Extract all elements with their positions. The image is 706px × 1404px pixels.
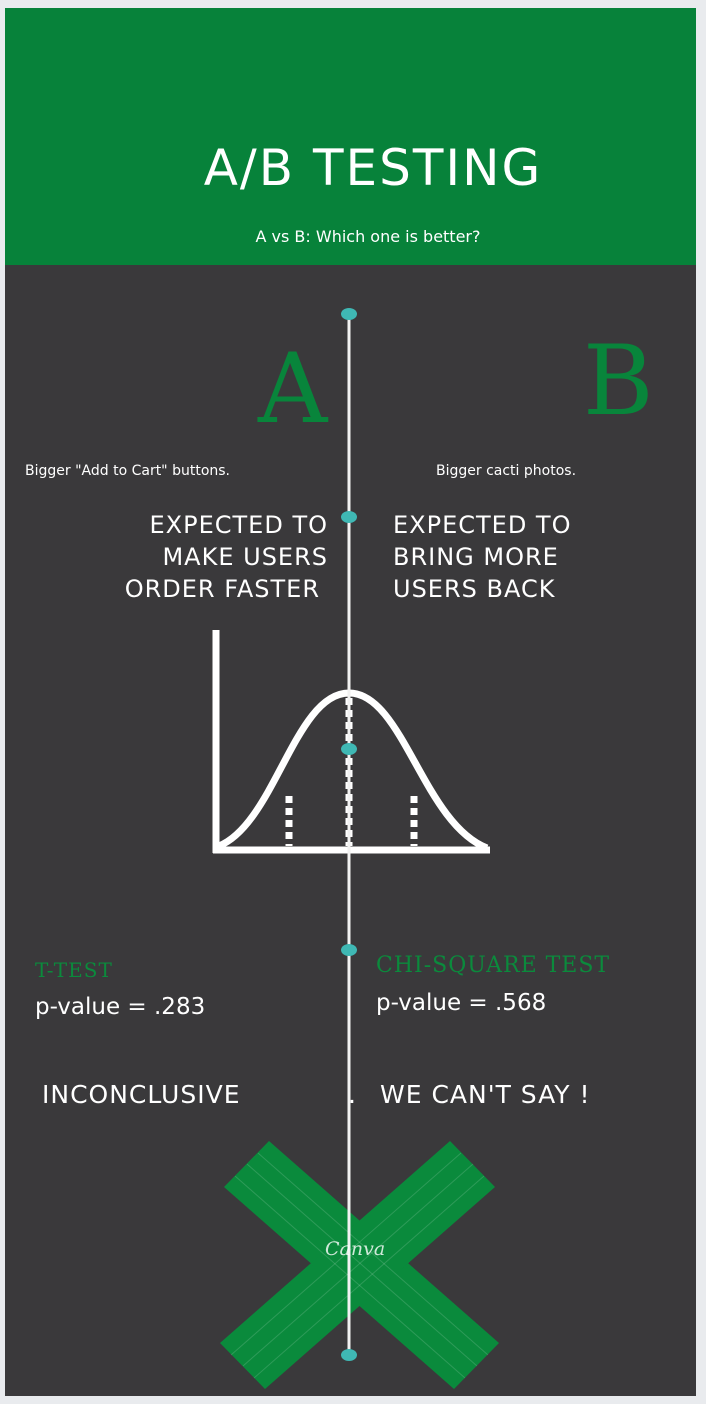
- expectation-line: MAKE USERS: [162, 543, 328, 571]
- variant-a-expectation: EXPECTED TO MAKE USERS ORDER FASTER: [25, 509, 328, 605]
- timeline-dot: [341, 1349, 357, 1361]
- conclusion-right: WE CAN'T SAY !: [380, 1080, 591, 1109]
- infographic: A/B TESTING A vs B: Which one is better?: [5, 8, 696, 1396]
- expectation-line: ORDER FASTER: [124, 575, 320, 603]
- chi-square-p-value: p-value = .568: [376, 990, 547, 1016]
- expectation-line: EXPECTED TO: [393, 511, 572, 539]
- conclusion-separator: .: [348, 1080, 357, 1109]
- expectation-line: EXPECTED TO: [149, 511, 328, 539]
- timeline-dot: [341, 743, 357, 755]
- t-test-label: T-TEST: [35, 958, 113, 982]
- bell-curve: [217, 689, 489, 852]
- timeline-dot: [341, 511, 357, 523]
- page-subtitle: A vs B: Which one is better?: [255, 227, 481, 246]
- variant-b-change: Bigger cacti photos.: [436, 463, 577, 479]
- variant-a-letter: A: [258, 333, 328, 445]
- timeline-dot: [341, 944, 357, 956]
- variant-a-change: Bigger "Add to Cart" buttons.: [25, 463, 230, 479]
- expectation-line: USERS BACK: [393, 575, 556, 603]
- timeline-dot: [341, 308, 357, 320]
- chi-square-label: CHI-SQUARE TEST: [376, 953, 611, 978]
- t-test-p-value: p-value = .283: [35, 994, 206, 1020]
- header-banner: [5, 8, 696, 265]
- page-title: A/B TESTING: [203, 139, 543, 197]
- conclusion-left: INCONCLUSIVE: [42, 1080, 241, 1109]
- cross-bar-2: [220, 1141, 495, 1389]
- expectation-line: BRING MORE: [393, 543, 559, 571]
- timeline-dots: [341, 308, 357, 1361]
- diagram-graphics: [212, 308, 499, 1389]
- cross-mark: [220, 1141, 499, 1389]
- canva-watermark: Canva: [325, 1238, 386, 1260]
- variant-b-letter: B: [583, 325, 654, 437]
- variant-b-expectation: EXPECTED TO BRING MORE USERS BACK: [393, 509, 571, 605]
- bell-curve-chart: [212, 630, 490, 854]
